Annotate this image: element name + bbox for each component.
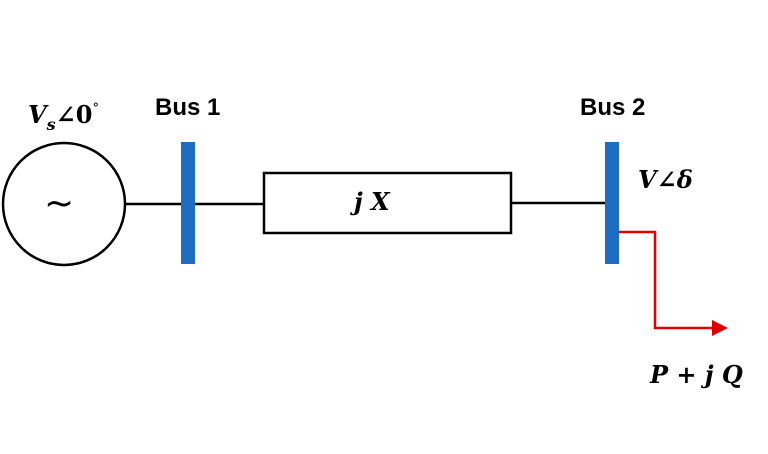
load-power-label: P + j Q xyxy=(650,360,743,389)
source-voltage-label: Vs∠0° xyxy=(28,100,99,133)
source-voltage-subscript: s xyxy=(46,115,56,134)
load-arrow-path xyxy=(619,230,712,330)
load-arrow-head xyxy=(712,320,728,336)
bus1-label: Bus 1 xyxy=(155,94,221,121)
generator-symbol: ~ xyxy=(44,183,75,224)
source-voltage-main: V xyxy=(28,100,47,129)
bus2-voltage-label: V∠δ xyxy=(638,165,693,194)
source-voltage-degree: ° xyxy=(92,101,99,116)
bus2-label: Bus 2 xyxy=(580,94,646,121)
impedance-label: j X xyxy=(354,187,390,216)
bus1-bar xyxy=(181,142,195,264)
bus2-bar xyxy=(605,142,619,264)
source-voltage-angle: ∠0 xyxy=(55,100,93,129)
